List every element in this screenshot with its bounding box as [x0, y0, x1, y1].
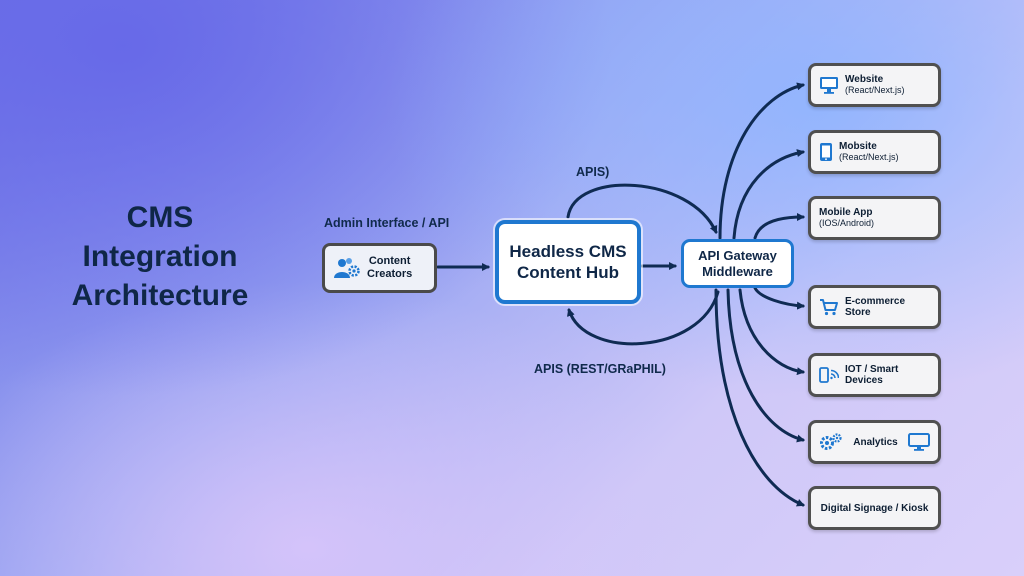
- output-website[interactable]: Website (React/Next.js): [808, 63, 941, 107]
- output-ecommerce-label: E-commerce Store: [845, 296, 906, 318]
- output-digital-signage[interactable]: Digital Signage / Kiosk: [808, 486, 941, 530]
- monitor-icon: [908, 433, 930, 451]
- output-iot-label: IOT / Smart Devices: [845, 364, 899, 386]
- diagram-title: CMS Integration Architecture: [40, 198, 280, 315]
- output-digital-signage-label: Digital Signage / Kiosk: [820, 502, 929, 514]
- hub-line-1: Headless CMS: [509, 242, 627, 261]
- cart-icon: [819, 298, 839, 316]
- apis-top-label: APIS): [576, 165, 610, 179]
- content-creators-line-1: Content: [368, 255, 411, 267]
- output-mobile-app[interactable]: Mobile App (IOS/Android): [808, 196, 941, 240]
- output-mobsite[interactable]: Mobsite (React/Next.js): [808, 130, 941, 174]
- monitor-icon: [819, 76, 839, 94]
- output-website-label: Website: [845, 74, 884, 85]
- arrow-apis-bottom: [567, 290, 720, 346]
- arrow-to-output-1: [718, 82, 805, 240]
- admin-interface-label: Admin Interface / API: [324, 216, 450, 230]
- arrow-to-output-3: [753, 213, 805, 240]
- output-mobile-app-detail: (IOS/Android): [819, 218, 875, 228]
- output-mobile-app-label: Mobile App: [819, 207, 873, 218]
- smartphone-icon: [819, 142, 833, 162]
- hub-line-2: Content Hub: [517, 263, 619, 282]
- output-analytics-label: Analytics: [853, 436, 898, 448]
- content-creators-node[interactable]: Content Creators: [322, 243, 437, 293]
- users-gear-icon: [333, 256, 361, 280]
- api-gateway-node[interactable]: API Gateway Middleware: [681, 239, 794, 288]
- arrow-apis-top: [566, 183, 718, 234]
- gears-icon: [819, 432, 843, 452]
- wifi-phone-icon: [819, 366, 839, 384]
- headless-cms-hub-node[interactable]: Headless CMS Content Hub: [495, 220, 641, 304]
- arrow-to-output-7: [714, 288, 805, 507]
- gateway-line-2: Middleware: [702, 263, 773, 279]
- arrow-to-output-2: [732, 149, 805, 240]
- arrow-to-output-6: [726, 288, 805, 443]
- output-analytics[interactable]: Analytics: [808, 420, 941, 464]
- arrow-to-output-5: [738, 288, 805, 376]
- output-mobsite-detail: (React/Next.js): [839, 152, 899, 162]
- title-line-1: CMS: [126, 201, 194, 234]
- title-line-2: Integration: [82, 240, 238, 273]
- output-mobsite-label: Mobsite: [839, 141, 877, 152]
- content-creators-line-2: Creators: [367, 268, 413, 280]
- output-ecommerce[interactable]: E-commerce Store: [808, 285, 941, 329]
- title-line-3: Architecture: [71, 279, 249, 312]
- gateway-line-1: API Gateway: [698, 247, 777, 263]
- arrow-to-output-4: [753, 286, 805, 310]
- output-iot[interactable]: IOT / Smart Devices: [808, 353, 941, 397]
- output-website-detail: (React/Next.js): [845, 85, 905, 95]
- apis-bottom-label: APIS (REST/GRaPHIL): [534, 362, 666, 376]
